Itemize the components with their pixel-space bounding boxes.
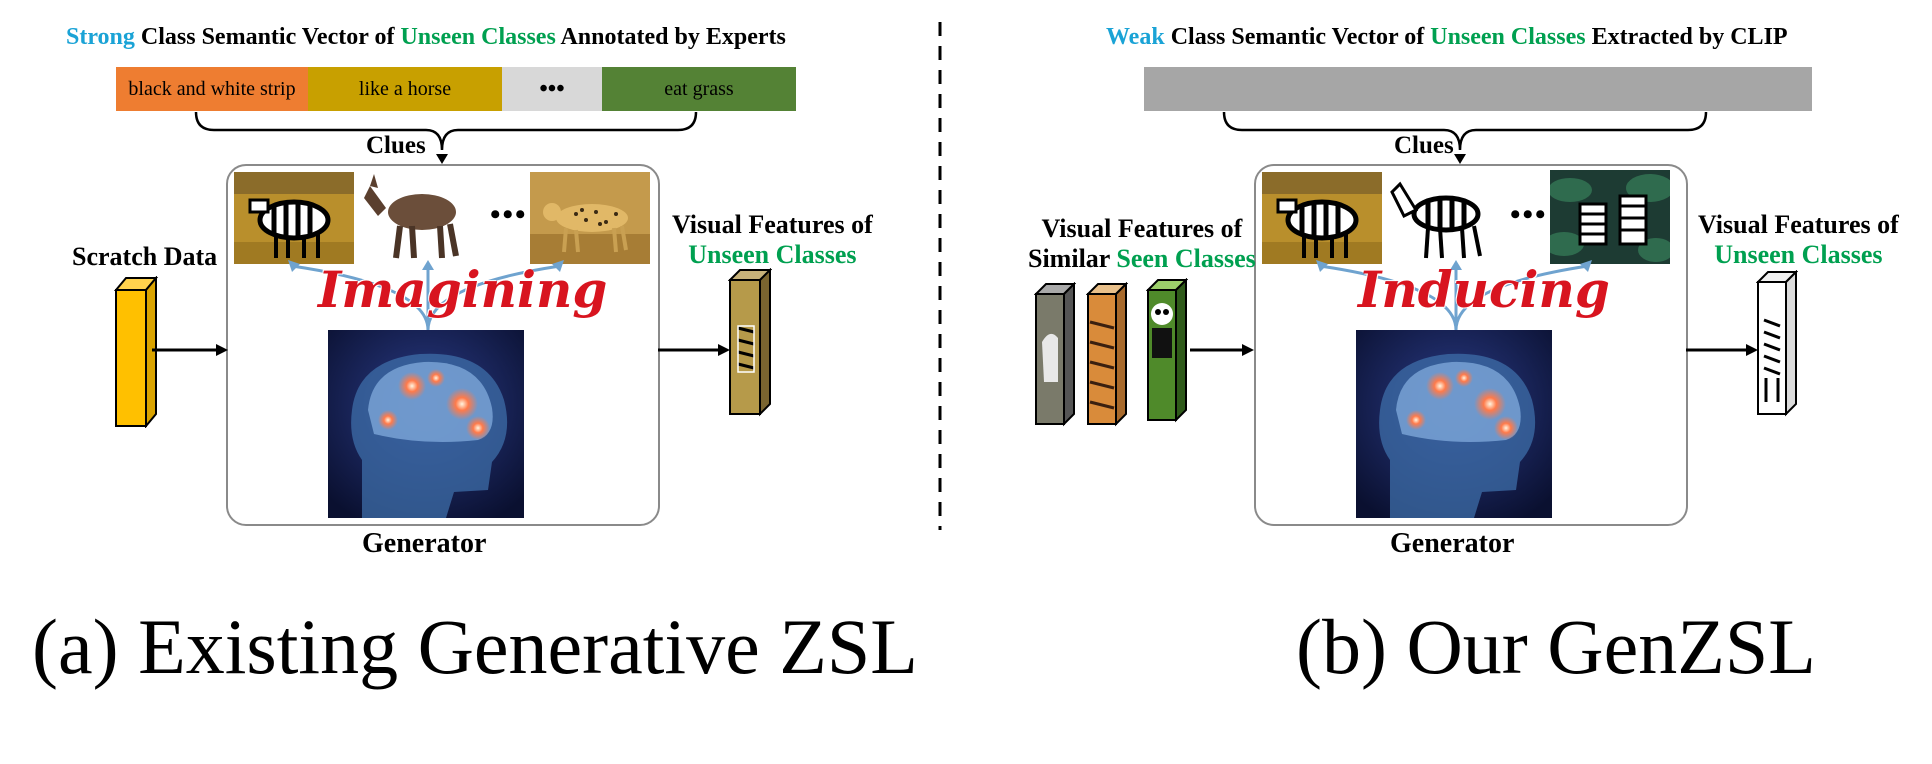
scratch-data-label: Scratch Data: [72, 242, 218, 271]
right-clues-label: Clues: [1394, 132, 1454, 159]
panda-feature: [1146, 278, 1188, 423]
strong-word: Strong: [66, 24, 135, 50]
right-output-line2: Unseen Classes: [1714, 240, 1883, 269]
scratch-data-bar: [114, 276, 159, 428]
tiger-feature: [1086, 282, 1128, 427]
imagining-label: Imagining: [318, 260, 608, 319]
right-output-line1: Visual Features of: [1698, 210, 1899, 239]
seen-features-line1: Visual Features of: [1041, 214, 1243, 243]
left-output-label: Visual Features of Unseen Classes: [672, 210, 873, 270]
left-title-part2: Annotated by Experts: [555, 24, 786, 50]
left-title-part1: Class Semantic Vector of: [134, 24, 401, 50]
right-output-label: Visual Features of Unseen Classes: [1698, 210, 1899, 270]
cheetah-photo: [530, 172, 650, 264]
brain-photo: [328, 330, 524, 518]
panel-divider: [938, 22, 942, 530]
seen-classes-word: Seen Classes: [1116, 244, 1256, 273]
right-title: Weak Class Semantic Vector of Unseen Cla…: [1106, 24, 1788, 51]
seen-features-line2: Similar Seen Classes: [1028, 244, 1256, 274]
right-title-part2: Extracted by CLIP: [1585, 24, 1788, 50]
left-generator-label: Generator: [362, 528, 487, 559]
right-generator-label: Generator: [1390, 528, 1515, 559]
right-title-part1: Class Semantic Vector of: [1164, 24, 1431, 50]
weak-word: Weak: [1106, 24, 1165, 50]
left-unseen-word: Unseen Classes: [400, 24, 556, 50]
zebra-photo: [1550, 170, 1670, 264]
seen-features-prefix: Similar: [1028, 244, 1117, 273]
inducing-label: Inducing: [1358, 260, 1610, 319]
brain-photo: [1356, 330, 1552, 518]
left-clues-label: Clues: [366, 132, 426, 159]
left-title: Strong Class Semantic Vector of Unseen C…: [66, 24, 786, 51]
attribute-chip: eat grass: [602, 67, 796, 111]
attribute-chip: black and white strip: [116, 67, 308, 111]
left-brace: [194, 111, 698, 164]
horse-feature: [1034, 282, 1076, 427]
zebra-photo: [1262, 172, 1382, 264]
zebra-feature: [728, 268, 772, 417]
right-induce-arrows: [1316, 260, 1592, 331]
zebra-feature: [1756, 270, 1798, 417]
left-output-line1: Visual Features of: [672, 210, 873, 239]
left-output-line2: Unseen Classes: [688, 240, 857, 269]
right-brace: [1222, 111, 1708, 164]
left-output-arrow: [658, 344, 730, 356]
right-input-arrow: [1190, 344, 1254, 356]
seen-features-label: Visual Features of Similar Seen Classes: [1028, 214, 1256, 274]
right-ellipsis: •••: [1510, 198, 1548, 231]
caption-genzsl: (b) Our GenZSL: [1296, 603, 1816, 690]
caption-existing: (a) Existing Generative ZSL: [32, 603, 918, 690]
left-input-arrow: [152, 344, 228, 356]
right-unseen-word: Unseen Classes: [1430, 24, 1586, 50]
zebra-photo: [234, 172, 354, 264]
right-output-arrow: [1686, 344, 1758, 356]
left-induce-arrows: [288, 260, 564, 331]
zebra-photo: [1384, 168, 1500, 264]
attribute-chip: like a horse: [308, 67, 502, 111]
clip-semantic-bar: [1144, 67, 1812, 111]
left-ellipsis: •••: [490, 198, 528, 231]
donkey-photo: [356, 168, 476, 264]
attribute-ellipsis: •••: [502, 67, 602, 111]
